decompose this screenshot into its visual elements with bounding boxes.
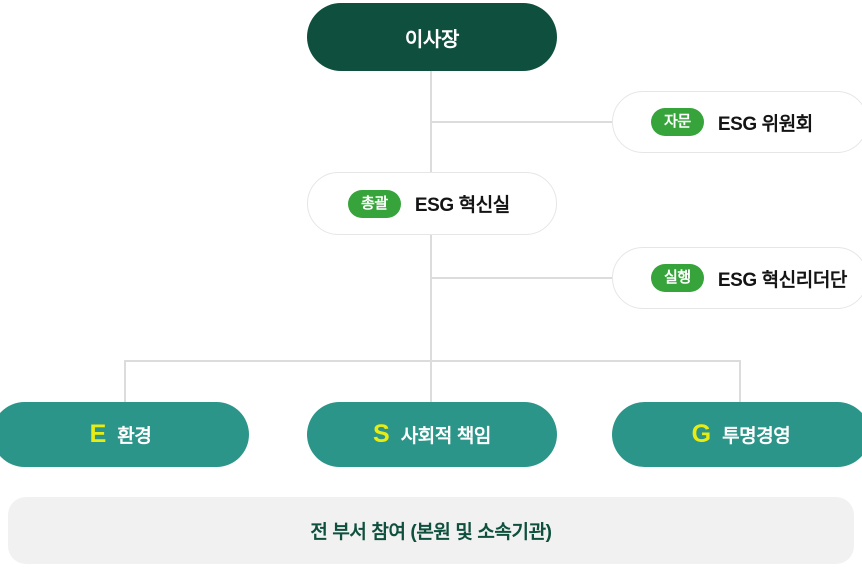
connector-drop-governance (739, 360, 741, 403)
node-pillar-governance[interactable]: G 투명경영 (612, 402, 862, 467)
connector-trunk-middle (430, 234, 432, 362)
connector-drop-social (430, 360, 432, 403)
connector-to-execution (430, 277, 614, 279)
pillar-label-environment: 환경 (117, 426, 152, 447)
pillar-label-social: 사회적 책임 (400, 426, 492, 447)
connector-pillar-bus (124, 360, 741, 362)
node-chairman-label: 이사장 (404, 28, 460, 51)
badge-advisory: 자문 (651, 108, 704, 136)
connector-to-advisory (430, 121, 614, 123)
node-esg-committee-label: ESG 위원회 (717, 113, 813, 135)
badge-general: 총괄 (348, 189, 401, 218)
node-esg-innovation-office-label: ESG 혁신실 (414, 195, 510, 216)
pillar-letter-s: S (373, 420, 390, 448)
node-pillar-environment[interactable]: E 환경 (0, 402, 249, 467)
node-esg-innovation-office[interactable]: 총괄 ESG 혁신실 (307, 172, 557, 235)
node-esg-committee[interactable]: 자문 ESG 위원회 (612, 91, 862, 153)
node-chairman[interactable]: 이사장 (307, 3, 557, 71)
node-esg-leader-group-label: ESG 혁신리더단 (717, 269, 848, 291)
node-all-departments-label: 전 부서 참여 (본원 및 소속기관) (310, 522, 552, 543)
badge-execution: 실행 (651, 264, 704, 292)
node-esg-leader-group[interactable]: 실행 ESG 혁신리더단 (612, 247, 862, 309)
node-pillar-social[interactable]: S 사회적 책임 (307, 402, 557, 467)
connector-drop-environment (124, 360, 126, 403)
pillar-letter-e: E (89, 420, 107, 448)
pillar-letter-g: G (691, 420, 712, 448)
node-all-departments: 전 부서 참여 (본원 및 소속기관) (8, 497, 854, 564)
pillar-label-governance: 투명경영 (722, 426, 791, 447)
